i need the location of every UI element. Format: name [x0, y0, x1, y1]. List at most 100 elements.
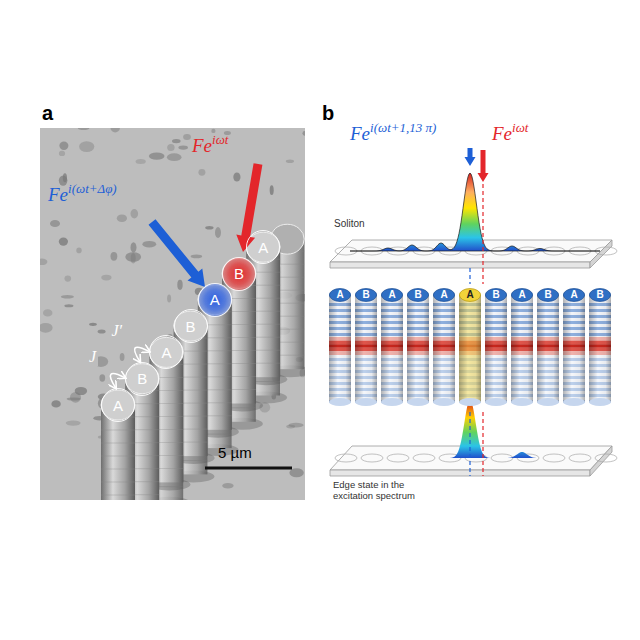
sem-spot	[40, 323, 53, 333]
edge-state-peak	[430, 400, 560, 458]
pillar-shade	[355, 295, 377, 402]
micropillar: A	[433, 288, 455, 408]
sem-spot	[98, 329, 106, 333]
sem-spot	[233, 172, 240, 181]
sem-spot	[177, 280, 182, 290]
sem-spot	[286, 159, 294, 163]
sem-spot	[43, 309, 52, 316]
sem-spot	[101, 275, 111, 281]
pillar-base	[381, 398, 403, 406]
sem-spot	[270, 185, 274, 195]
drive-formula: Feiωt	[192, 134, 228, 160]
pillar-top	[149, 337, 183, 367]
pillar-circle: B	[174, 309, 208, 343]
pillar-circle: A	[198, 283, 232, 317]
sem-spot	[76, 248, 81, 254]
pillar-art	[355, 288, 377, 408]
coupling-arrow	[110, 374, 125, 389]
formula-base: Fe	[48, 184, 68, 205]
coupling-label: J′	[110, 322, 125, 340]
micropillar: B	[355, 288, 377, 408]
sem-spot	[289, 468, 303, 477]
formula-exponent: iωt	[512, 120, 528, 135]
plane-label: Edge state in the excitation spectrum	[333, 480, 433, 502]
sem-spot	[59, 142, 68, 150]
pillar-top	[174, 311, 208, 341]
sublattice-letter: A	[433, 289, 455, 301]
pillar-footprint	[361, 454, 383, 462]
pillar-top	[511, 289, 532, 302]
pillar-base	[563, 398, 585, 406]
micropillar: B	[485, 288, 507, 408]
pillar-top	[433, 289, 454, 302]
sem-spot	[222, 483, 233, 489]
sem-spot	[70, 392, 81, 403]
micropillar: A	[329, 288, 351, 408]
plane-side	[590, 240, 612, 268]
sem-spot	[303, 131, 306, 136]
pillar-base	[537, 398, 559, 406]
plane-front	[330, 262, 590, 268]
pillar-shade	[485, 295, 507, 402]
sublattice-letter: A	[258, 240, 268, 255]
pump-arrow	[478, 150, 489, 182]
sem-spot	[205, 226, 213, 230]
micropillar: A	[563, 288, 585, 408]
sem-spot	[89, 323, 97, 326]
pillar-shade	[329, 295, 351, 402]
soliton-peak	[350, 173, 600, 251]
sem-spot	[167, 153, 182, 161]
pillar-base	[459, 398, 481, 406]
pillar-top	[246, 232, 280, 262]
pillar-shade	[511, 295, 533, 402]
pillar-top	[537, 289, 558, 302]
sem-spot	[99, 374, 105, 381]
pillar-top	[407, 289, 428, 302]
sem-spot	[50, 220, 60, 227]
pillar-footprint	[387, 454, 409, 462]
sem-spot	[79, 141, 94, 152]
micropillar: B	[537, 288, 559, 408]
pillar-ridge	[101, 443, 135, 444]
pump-arrow	[465, 148, 476, 166]
pillar-art	[485, 288, 507, 408]
sem-spot	[65, 276, 72, 282]
pillar-circle: A	[246, 230, 280, 264]
sem-spot	[61, 295, 74, 299]
sem-spot	[149, 152, 165, 159]
plane-front	[330, 470, 590, 476]
pillar-circle: B	[222, 257, 256, 291]
sem-spot	[131, 242, 137, 252]
pillar-art	[511, 288, 533, 408]
sem-spot	[172, 139, 181, 143]
pump-arrow	[236, 163, 262, 252]
sublattice-letter: A	[329, 289, 351, 301]
sublattice-letter: B	[589, 289, 611, 301]
sem-spot	[78, 128, 89, 130]
sem-spot	[117, 215, 127, 223]
pillar-shade	[433, 295, 455, 402]
pump-guide	[469, 412, 470, 476]
pillar-shade	[563, 295, 585, 402]
pillar-art	[563, 288, 585, 408]
formula-exponent: iωt	[212, 132, 228, 147]
pillar-base	[329, 398, 351, 406]
sem-spot	[167, 295, 171, 303]
pump-guide	[482, 184, 483, 284]
pillar-art	[329, 288, 351, 408]
sublattice-letter: A	[563, 289, 585, 301]
sem-spots	[40, 128, 305, 489]
scale-bar	[205, 467, 292, 470]
defect-tint	[459, 295, 481, 402]
pillar-top	[589, 289, 610, 302]
sublattice-letter: B	[485, 289, 507, 301]
micropillar: A	[381, 288, 403, 408]
sem-spot	[191, 255, 203, 259]
formula-exponent: i(ωt+1,13 π)	[370, 120, 436, 135]
sem-spot	[120, 353, 125, 361]
sem-spot	[215, 227, 221, 238]
micropillar: A	[511, 288, 533, 408]
pillar-footprint	[335, 454, 357, 462]
pillar-ridge	[101, 456, 135, 457]
